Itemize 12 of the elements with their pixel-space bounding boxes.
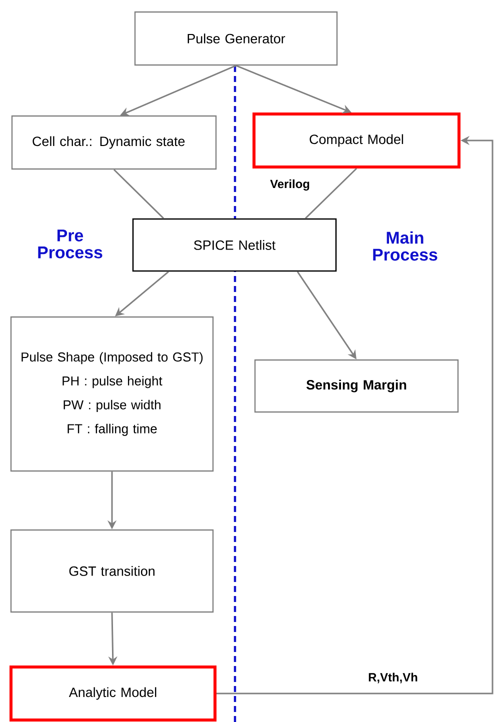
edge-label: Verilog bbox=[270, 179, 310, 191]
process-box: Cell char.: Dynamic state bbox=[11, 115, 217, 170]
process-box: Sensing Margin bbox=[254, 359, 459, 413]
process-box: Pulse Generator bbox=[134, 11, 338, 66]
section-label: Pre Process bbox=[38, 230, 102, 258]
edge-label: R,Vth,Vh bbox=[368, 672, 418, 684]
model-box: Analytic Model bbox=[10, 666, 216, 722]
section-label: Main Process bbox=[373, 231, 438, 261]
process-box: Pulse Shape (Imposed to GST) PH : pulse height PW : pulse width FT : falling time bbox=[10, 316, 214, 472]
model-box: Compact Model bbox=[252, 112, 460, 168]
process-box: SPICE Netlist bbox=[132, 218, 337, 272]
process-box: GST transition bbox=[10, 529, 214, 613]
